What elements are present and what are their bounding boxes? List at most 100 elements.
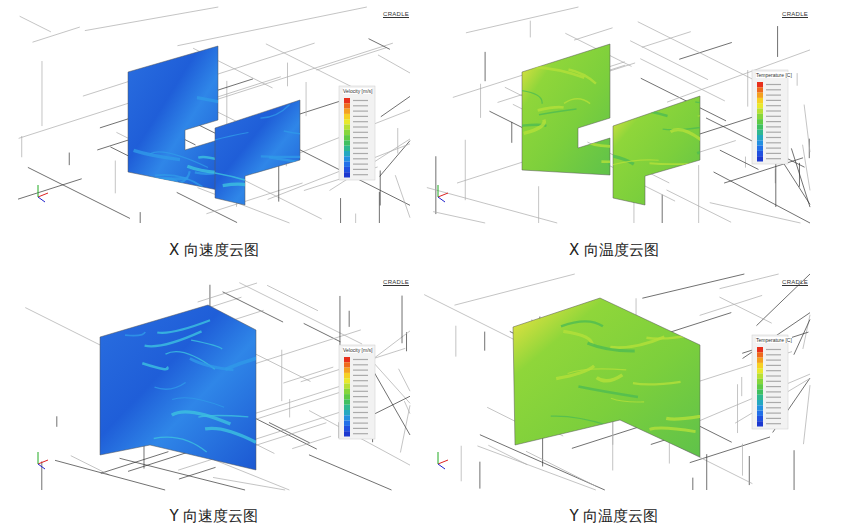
simulation-panel bbox=[18, 7, 410, 223]
wireframe-line bbox=[804, 105, 810, 153]
contour-streak bbox=[650, 428, 696, 432]
colorbar-tick bbox=[353, 364, 368, 365]
wireframe-line bbox=[485, 52, 486, 81]
contour-streak bbox=[157, 320, 210, 333]
contour-streak bbox=[597, 375, 623, 381]
simulation-panel bbox=[424, 274, 810, 490]
wireframe-line bbox=[56, 416, 57, 427]
colorbar-tick bbox=[766, 407, 781, 408]
wireframe-line bbox=[309, 455, 392, 490]
contour-streak bbox=[666, 413, 720, 420]
wireframe-line bbox=[404, 401, 410, 413]
colorbar-tick bbox=[766, 375, 781, 376]
contour-plane bbox=[128, 46, 218, 190]
colorbar-step bbox=[757, 411, 763, 416]
colorbar-tick bbox=[353, 412, 368, 413]
colorbar-tick bbox=[353, 174, 368, 175]
colorbar-tick bbox=[353, 417, 368, 418]
contour-plane bbox=[513, 298, 700, 457]
colorbar-tick bbox=[766, 386, 781, 387]
colorbar-step bbox=[757, 151, 763, 156]
colorbar-tick bbox=[353, 428, 368, 429]
wireframe-line bbox=[177, 7, 366, 46]
wireframe-line bbox=[400, 405, 410, 452]
colorbar-step bbox=[344, 119, 350, 124]
contour-streak bbox=[538, 107, 564, 110]
colorbar-step bbox=[757, 130, 763, 135]
colorbar-tick bbox=[766, 360, 781, 361]
wireframe-line bbox=[797, 73, 798, 86]
colorbar-step bbox=[344, 389, 350, 394]
colorbar-tick bbox=[353, 110, 368, 111]
colorbar-tick bbox=[766, 132, 781, 133]
colorbar-tick bbox=[766, 397, 781, 398]
contour-plane bbox=[522, 44, 610, 175]
wireframe-line bbox=[266, 44, 353, 88]
wireframe-line bbox=[20, 16, 51, 32]
contour-streak bbox=[551, 416, 609, 426]
wireframe-line bbox=[742, 444, 743, 476]
wireframe-line bbox=[479, 462, 480, 489]
axis-icon bbox=[438, 193, 448, 197]
software-logo: CRADLE bbox=[782, 11, 808, 18]
contour-streak bbox=[197, 98, 242, 107]
contour-streaks bbox=[551, 321, 721, 431]
wireframe-line bbox=[304, 323, 341, 341]
contour-streak bbox=[145, 331, 202, 346]
figure-caption: Y 向温度云图 bbox=[570, 507, 659, 526]
wireframe-line bbox=[747, 70, 748, 107]
wireframe-line bbox=[433, 212, 485, 223]
contour-streaks bbox=[195, 105, 354, 221]
contour-streak bbox=[198, 416, 248, 418]
wireframe-line bbox=[511, 122, 512, 143]
colorbar-step bbox=[757, 119, 763, 124]
colorbar-step bbox=[757, 405, 763, 410]
colorbar-step bbox=[344, 426, 350, 431]
axis-icon bbox=[438, 460, 448, 464]
contour-streak bbox=[663, 125, 717, 130]
wireframe-line bbox=[33, 27, 80, 42]
colorbar-tick bbox=[766, 121, 781, 122]
colorbar-tick bbox=[353, 105, 368, 106]
colorbar-step bbox=[757, 146, 763, 151]
axis-icon bbox=[438, 185, 439, 197]
contour-streak bbox=[142, 363, 167, 369]
wireframe-line bbox=[21, 136, 22, 157]
wireframe-line bbox=[679, 42, 732, 59]
colorbar-step bbox=[344, 114, 350, 119]
colorbar-step bbox=[757, 347, 763, 352]
wireframe-line bbox=[530, 21, 531, 38]
wireframe-line bbox=[466, 7, 579, 33]
colorbar-step bbox=[344, 421, 350, 426]
colorbar-step bbox=[344, 384, 350, 389]
legend-title: Temperature [C] bbox=[756, 72, 792, 78]
wireframe-line bbox=[780, 158, 810, 205]
colorbar-tick bbox=[766, 84, 781, 85]
wireframe-line bbox=[374, 373, 410, 435]
contour-streak bbox=[269, 157, 309, 163]
wireframe-line bbox=[340, 198, 341, 223]
colorbar-tick bbox=[353, 169, 368, 170]
colorbar-tick bbox=[353, 385, 368, 386]
wireframe-line bbox=[484, 332, 485, 351]
contour-plane bbox=[613, 96, 700, 205]
contour-streak bbox=[698, 115, 749, 121]
wireframe-line bbox=[803, 385, 810, 444]
colorbar-step bbox=[344, 410, 350, 415]
colorbar-tick bbox=[766, 381, 781, 382]
colorbar-tick bbox=[766, 137, 781, 138]
wireframe-line bbox=[745, 157, 746, 168]
wireframe-line bbox=[465, 140, 466, 200]
colorbar-tick bbox=[766, 100, 781, 101]
contour-streak bbox=[695, 93, 754, 103]
wireframe-line bbox=[380, 141, 410, 177]
contour-streak bbox=[203, 132, 249, 143]
wireframe-line bbox=[217, 43, 392, 99]
contour-streak bbox=[564, 99, 590, 104]
wireframe-line bbox=[777, 26, 778, 57]
software-logo: CRADLE bbox=[782, 279, 808, 286]
colorbar-step bbox=[344, 172, 350, 177]
contour-streak bbox=[153, 179, 178, 185]
colorbar-tick bbox=[353, 396, 368, 397]
colorbar-tick bbox=[353, 142, 368, 143]
